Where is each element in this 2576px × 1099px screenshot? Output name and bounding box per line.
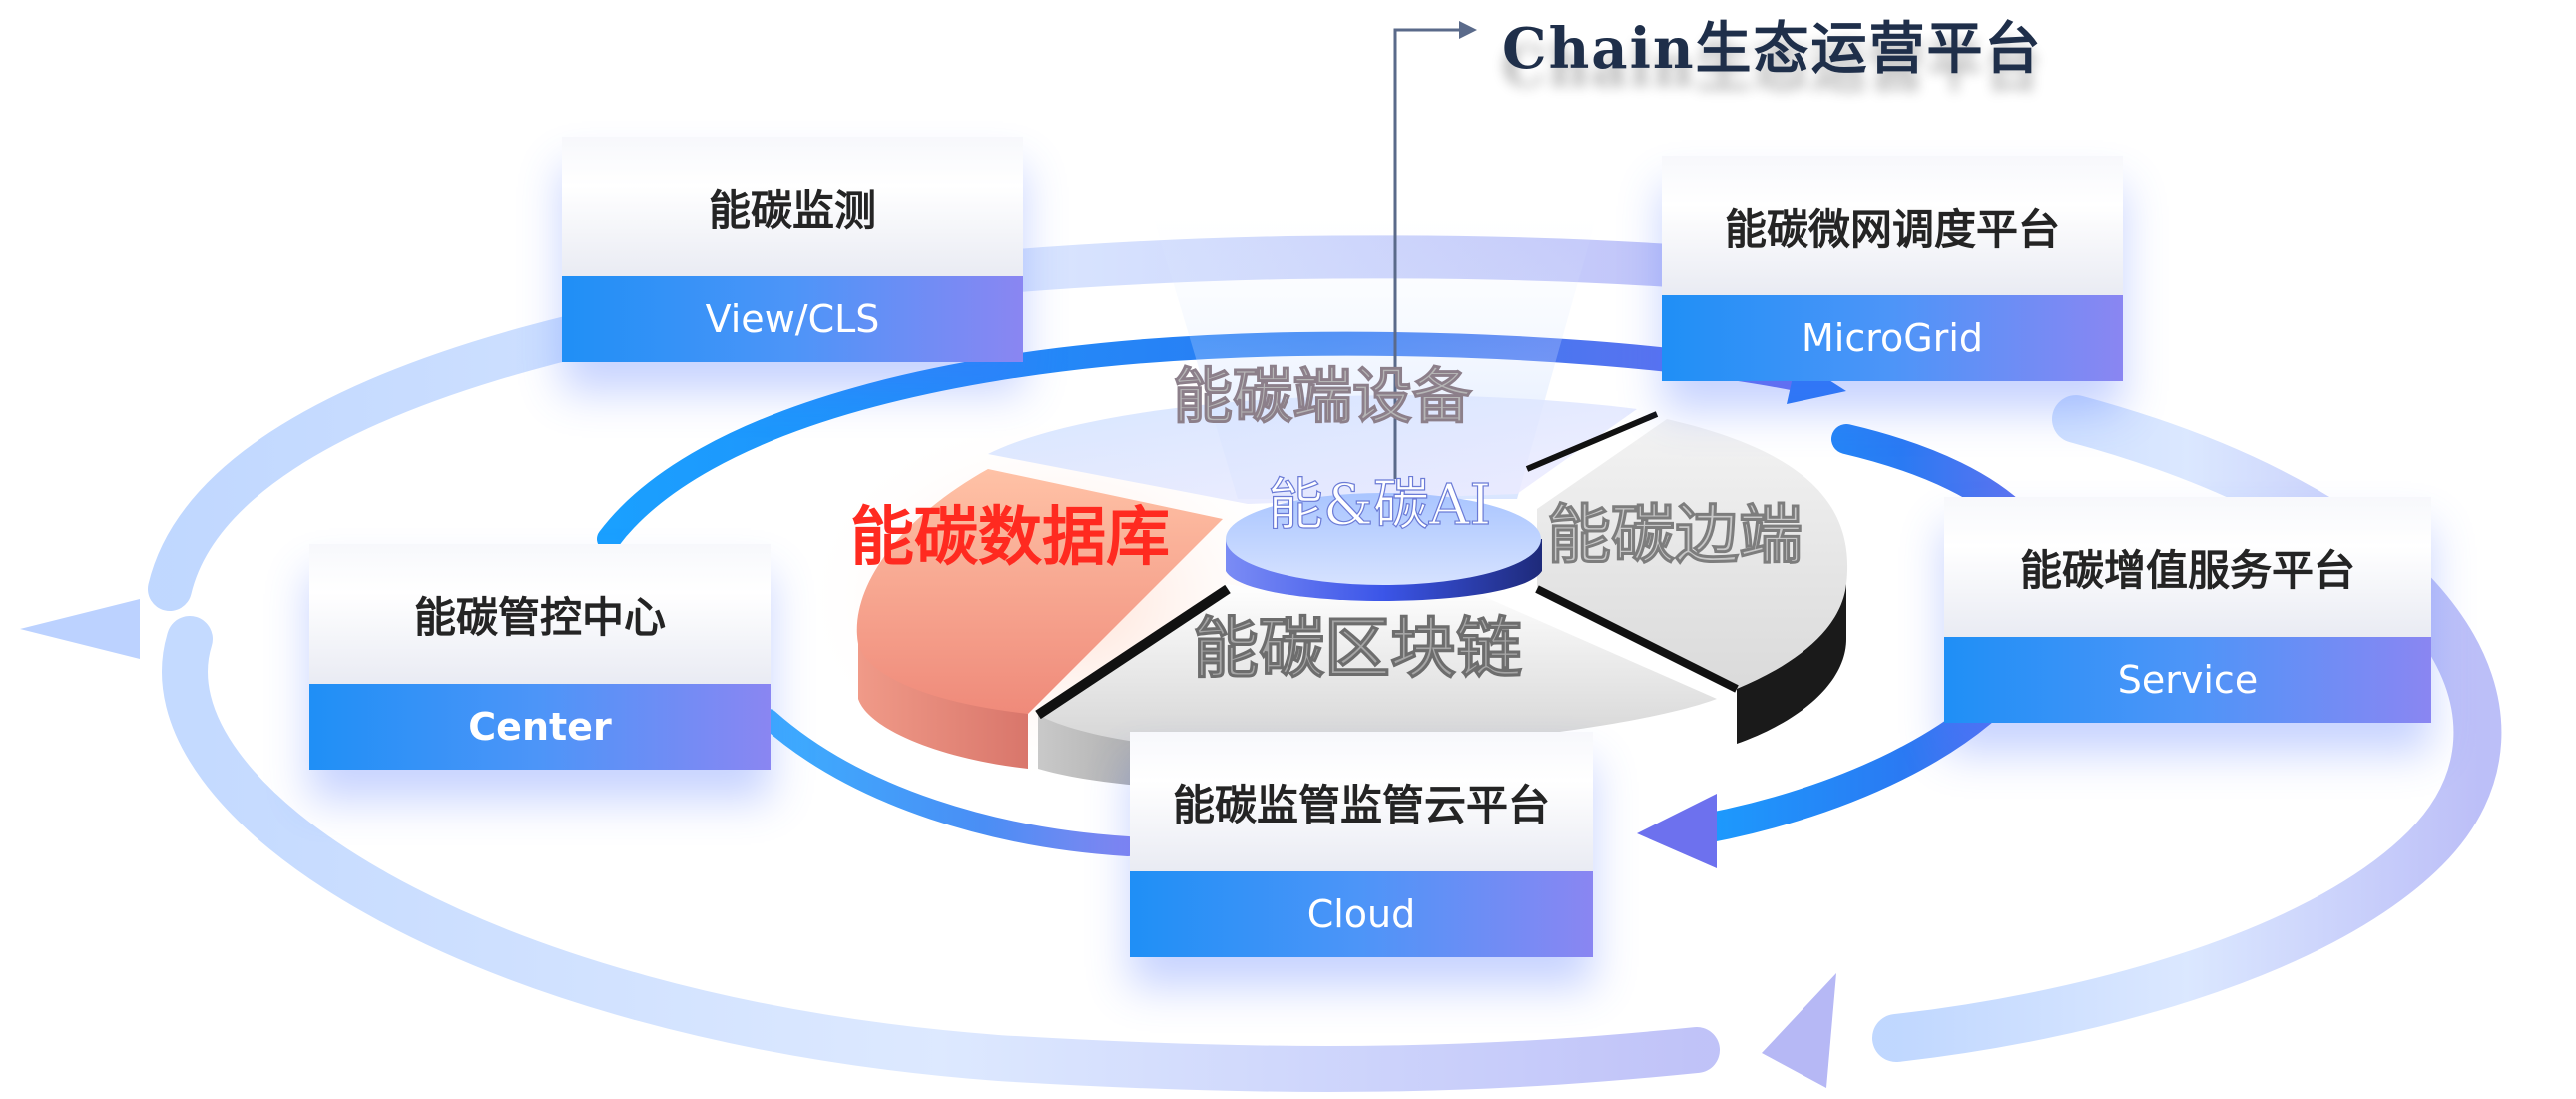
- platform-card-value-service: 能碳增值服务平台 Service: [1944, 497, 2431, 723]
- platform-name: 能碳微网调度平台: [1662, 156, 2123, 295]
- platform-name: 能碳监管监管云平台: [1130, 732, 1593, 871]
- blockchain-segment-label: 能碳区块链: [1193, 610, 1522, 687]
- separator-groove: [1035, 584, 1231, 720]
- platform-card-cloud: 能碳监管监管云平台 Cloud: [1130, 732, 1593, 957]
- edge-segment-label: 能碳边端: [1547, 499, 1803, 573]
- platform-code: Cloud: [1130, 871, 1593, 957]
- outer-ring-arc-bottom: [162, 616, 1720, 1092]
- platform-name: 能碳监测: [562, 137, 1023, 276]
- platform-code: View/CLS: [562, 276, 1023, 362]
- middle-ring-arrowhead-right: [1637, 794, 1717, 868]
- outer-ring-arrowhead-bottom: [1762, 973, 1836, 1088]
- separator-groove: [1535, 585, 1739, 693]
- platform-code: Service: [1944, 637, 2431, 723]
- platform-name: 能碳管控中心: [309, 544, 771, 684]
- middle-ring-arc-bottom: [759, 709, 1138, 856]
- title-connector-line: [1393, 28, 1467, 479]
- platform-card-microgrid: 能碳微网调度平台 MicroGrid: [1662, 156, 2123, 381]
- platform-name: 能碳增值服务平台: [1944, 497, 2431, 637]
- diagram-title: Chain生态运营平台: [1502, 16, 2043, 82]
- platform-code: MicroGrid: [1662, 295, 2123, 381]
- platform-code: Center: [309, 684, 771, 770]
- outer-ring-arrowhead-left: [20, 599, 140, 659]
- devices-segment-label: 能碳端设备: [1173, 362, 1473, 432]
- platform-card-monitoring: 能碳监测 View/CLS: [562, 137, 1023, 362]
- platform-card-control-center: 能碳管控中心 Center: [309, 544, 771, 770]
- database-segment-label: 能碳数据库: [850, 501, 1170, 575]
- blockchain-segment-top: [1038, 584, 1717, 751]
- title-connector-arrowhead: [1459, 21, 1477, 39]
- edge-segment-top: [1537, 419, 1848, 689]
- database-segment-top: [856, 469, 1223, 714]
- hub-label: 能&碳AI: [1268, 473, 1491, 538]
- devices-segment-top: [988, 395, 1637, 504]
- hub-cylinder-top: [1226, 493, 1541, 585]
- separator-groove: [1525, 411, 1659, 472]
